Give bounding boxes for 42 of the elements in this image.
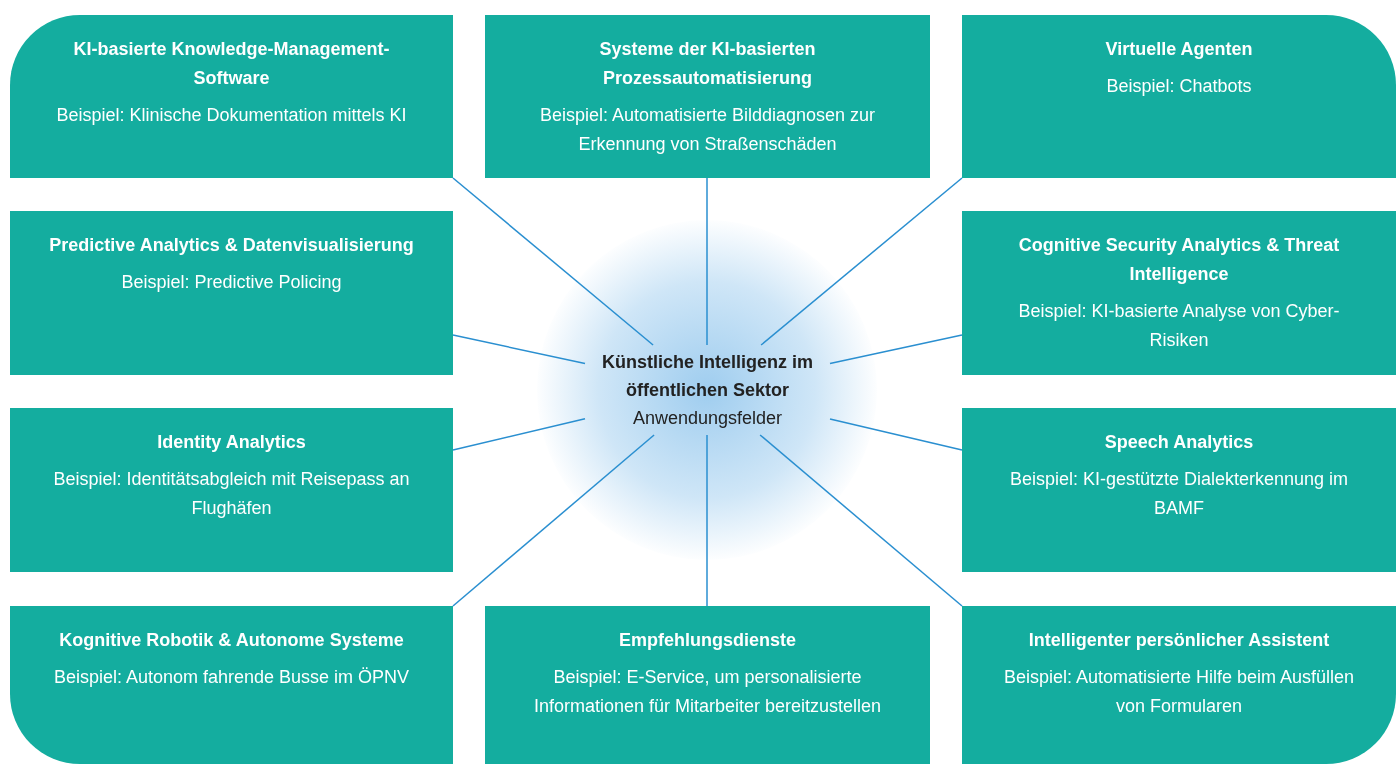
example-text: Beispiel: Automatisierte Hilfe beim Ausfüllen von Formularen xyxy=(1002,666,1356,718)
connector-line xyxy=(706,434,708,607)
category-box xyxy=(962,606,1396,764)
connector-line xyxy=(829,334,963,365)
category-box xyxy=(10,408,453,572)
category-title: Cognitive Security Analytics & Threat Intelligence xyxy=(1017,234,1341,286)
example-text: Beispiel: Identitätsabgleich mit Reisepass an Flughäfen xyxy=(52,468,411,520)
category-box xyxy=(10,211,453,375)
category-title: Predictive Analytics & Datenvisualisierung xyxy=(49,234,414,257)
example-text: Beispiel: KI-gestützte Dialekterkennung im BAMF xyxy=(1008,468,1350,520)
category-box xyxy=(962,15,1396,178)
connector-line xyxy=(452,334,586,365)
example-text: Beispiel: Predictive Policing xyxy=(121,271,342,294)
category-box xyxy=(962,408,1396,572)
category-box xyxy=(962,211,1396,375)
example-text: Beispiel: Klinische Dokumentation mittels KI xyxy=(56,104,407,127)
category-box xyxy=(10,606,453,764)
connector-line xyxy=(760,177,963,346)
hub-title: Künstliche Intelligenz im öffentlichen Sektor xyxy=(601,351,814,402)
example-text: Beispiel: KI-basierte Analyse von Cyber-Risiken xyxy=(1017,300,1341,352)
category-box xyxy=(485,15,930,178)
connector-line xyxy=(452,434,655,607)
example-text: Beispiel: E-Service, um personalisierte Informationen für Mitarbeiter bereitzustellen xyxy=(532,666,883,718)
connector-line xyxy=(452,418,586,451)
category-title: Systeme der KI-basierten Prozessautomatisierung xyxy=(598,38,817,90)
example-text: Beispiel: Chatbots xyxy=(1106,75,1252,98)
category-box xyxy=(485,606,930,764)
example-text: Beispiel: Autonom fahrende Busse im ÖPNV xyxy=(53,666,410,689)
hub-subtitle: Anwendungsfelder xyxy=(632,407,783,430)
category-title: Speech Analytics xyxy=(1104,431,1254,454)
connector-line xyxy=(829,418,963,451)
category-title: KI-basierte Knowledge-Management-Software xyxy=(72,38,391,90)
category-title: Virtuelle Agenten xyxy=(1105,38,1253,61)
category-title: Empfehlungsdienste xyxy=(619,629,796,652)
example-text: Beispiel: Automatisierte Bilddiagnosen zur Erkennung von Straßenschäden xyxy=(538,104,877,156)
category-title: Kognitive Robotik & Autonome Systeme xyxy=(59,629,404,652)
connector-line xyxy=(759,434,963,607)
category-title: Identity Analytics xyxy=(157,431,306,454)
connector-line xyxy=(452,177,654,346)
connector-line xyxy=(706,177,708,346)
category-box xyxy=(10,15,453,178)
category-title: Intelligenter persönlicher Assistent xyxy=(1028,629,1330,652)
